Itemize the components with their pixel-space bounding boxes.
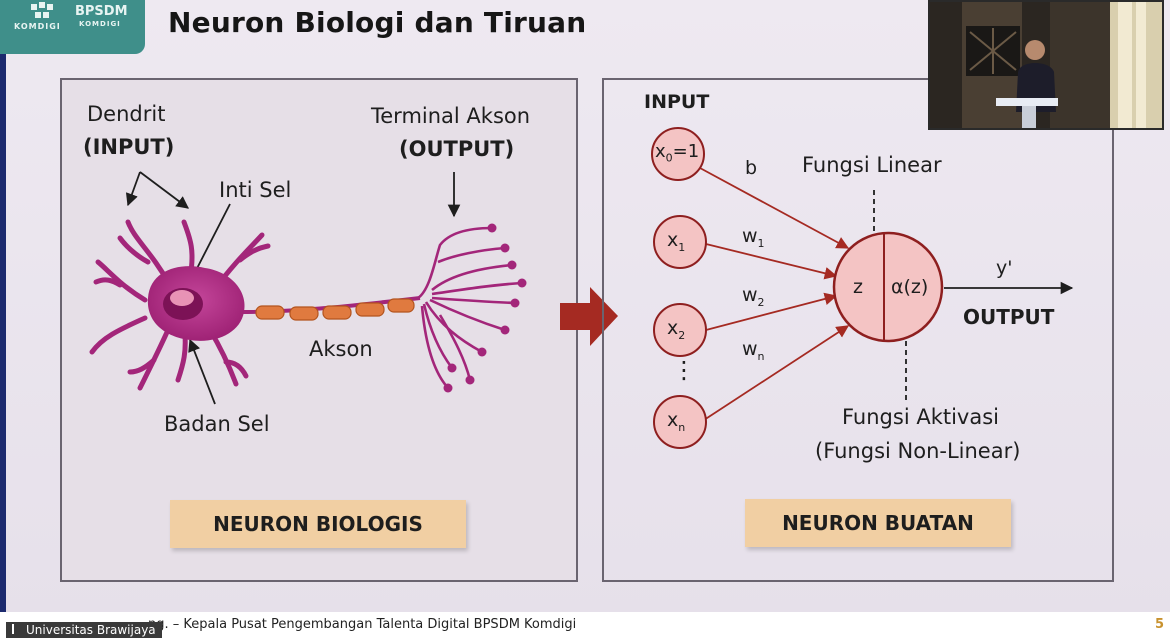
signal-bars-icon — [12, 624, 23, 634]
participant-name-tag: Universitas Brawijaya — [6, 622, 162, 638]
footer-caption: ng. – Kepala Pusat Pengembangan Talenta … — [148, 617, 577, 632]
speaker-video-thumbnail[interactable] — [928, 0, 1164, 130]
weight-wn: wn — [742, 338, 765, 363]
alpha-z-label: α(z) — [891, 276, 929, 298]
terminal-akson-label: Terminal Akson — [371, 104, 531, 128]
speaker-video-image — [930, 2, 1162, 128]
weight-b: b — [745, 157, 758, 179]
left-edge-strip — [0, 54, 6, 614]
inti-sel-label: Inti Sel — [219, 178, 292, 202]
weight-w1: w1 — [742, 225, 765, 250]
fungsi-non-linear-label: (Fungsi Non-Linear) — [815, 439, 1021, 463]
input-header: INPUT — [644, 91, 710, 113]
footer-bar — [0, 612, 1170, 638]
slide-title: Neuron Biologi dan Tiruan — [168, 6, 587, 39]
akson-label: Akson — [309, 337, 373, 361]
komdigi-wordmark: KOMDIGI — [14, 22, 61, 31]
input-node-x2: x2 — [667, 317, 686, 342]
terminal-output-label: (OUTPUT) — [399, 137, 515, 161]
fungsi-aktivasi-label: Fungsi Aktivasi — [842, 405, 999, 429]
input-node-x0: x0=1 — [655, 141, 700, 165]
artificial-neuron-panel — [602, 78, 1114, 582]
weight-w2: w2 — [742, 284, 765, 309]
logo-area: KOMDIGI BPSDM KOMDIGI — [0, 0, 145, 54]
z-label: z — [853, 276, 863, 298]
input-node-x1: x1 — [667, 229, 686, 254]
neuron-buatan-badge: NEURON BUATAN — [745, 499, 1011, 547]
fungsi-linear-label: Fungsi Linear — [802, 153, 942, 177]
dendrit-label: Dendrit — [87, 102, 166, 126]
speaker-head — [1025, 40, 1045, 60]
badan-sel-label: Badan Sel — [164, 412, 270, 436]
output-label: OUTPUT — [963, 305, 1055, 329]
bpsdm-subtext: KOMDIGI — [79, 20, 121, 28]
komdigi-logo-icon — [31, 2, 53, 18]
podium — [996, 98, 1058, 106]
page-number: 5 — [1155, 617, 1165, 632]
y-prime-label: y' — [996, 257, 1013, 279]
input-node-xn: xn — [667, 409, 686, 434]
ellipsis-icon: ⋮ — [672, 356, 696, 384]
dendrit-input-label: (INPUT) — [83, 135, 175, 159]
neuron-biologis-badge: NEURON BIOLOGIS — [170, 500, 466, 548]
participant-name: Universitas Brawijaya — [26, 623, 156, 637]
bpsdm-wordmark: BPSDM — [75, 4, 128, 19]
